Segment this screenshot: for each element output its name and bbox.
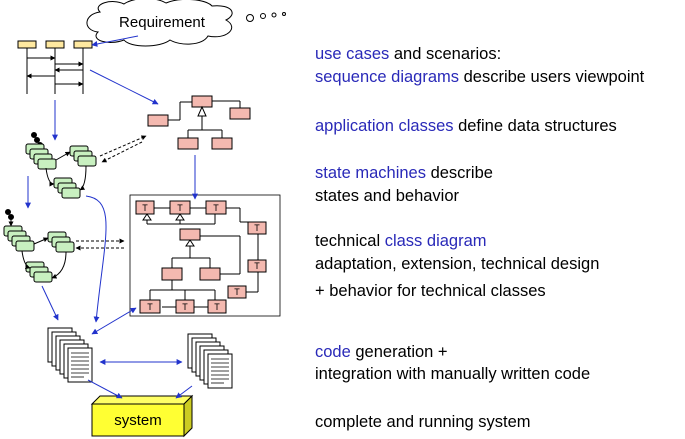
application-class-diagram: [147, 95, 251, 150]
flow-arrows: [25, 35, 198, 399]
caption-text: adaptation, extension, technical design: [315, 255, 600, 273]
caption-text: complete and running system: [315, 413, 531, 431]
caption-states-behavior: states and behavior: [315, 185, 459, 207]
tech-class-label: T: [182, 302, 188, 312]
caption-text: + behavior for technical classes: [315, 282, 546, 300]
keyword-code: code: [315, 343, 351, 361]
tech-class-label: T: [213, 203, 219, 213]
caption-application-classes: application classes define data structur…: [315, 115, 617, 137]
keyword-state-machines: state machines: [315, 164, 426, 182]
keyword-class-diagram: class diagram: [384, 232, 487, 250]
tech-class-label: T: [254, 223, 260, 233]
caption-technical-behavior: + behavior for technical classes: [315, 280, 546, 302]
system-label: system: [114, 412, 162, 429]
tech-class-label: T: [254, 261, 260, 271]
sequence-diagram: [17, 40, 93, 94]
keyword-use-cases: use cases: [315, 45, 390, 63]
caption-text: describe users viewpoint: [459, 68, 645, 86]
keyword-application-classes: application classes: [315, 117, 454, 135]
state-machine-2: [3, 209, 75, 283]
caption-text: integration with manually written code: [315, 365, 591, 383]
caption-text: and scenarios:: [389, 45, 502, 63]
tech-class-label: T: [177, 203, 183, 213]
system-box: system: [90, 394, 194, 438]
caption-use-cases: use cases and scenarios:: [315, 43, 501, 65]
requirement-label: Requirement: [119, 14, 206, 31]
state-machine-1: [25, 132, 97, 199]
caption-sequence-diagrams: sequence diagrams describe users viewpoi…: [315, 66, 644, 88]
dependency-arrows: [75, 135, 147, 251]
caption-technical-class-diagram: technical class diagram: [315, 230, 487, 252]
model-diagram: Requirement: [3, 0, 286, 438]
caption-running-system: complete and running system: [315, 411, 531, 433]
caption-integration: integration with manually written code: [315, 363, 590, 385]
caption-text: define data structures: [453, 117, 617, 135]
handwritten-code-docs: [187, 333, 233, 389]
caption-code-generation: code generation +: [315, 341, 448, 363]
tech-class-label: T: [234, 287, 240, 297]
caption-adaptation: adaptation, extension, technical design: [315, 253, 599, 275]
tech-class-label: T: [214, 302, 220, 312]
tech-class-label: T: [147, 302, 153, 312]
caption-state-machines: state machines describe: [315, 162, 493, 184]
technical-class-diagram: T T T T T T T T T: [129, 194, 281, 317]
tech-class-label: T: [142, 203, 148, 213]
caption-text: describe: [425, 164, 493, 182]
caption-text: generation +: [350, 343, 448, 361]
generated-code-docs: [47, 327, 93, 383]
keyword-sequence-diagrams: sequence diagrams: [315, 68, 460, 86]
caption-text: technical: [315, 232, 385, 250]
requirement-cloud: Requirement: [86, 0, 286, 47]
caption-text: states and behavior: [315, 187, 460, 205]
